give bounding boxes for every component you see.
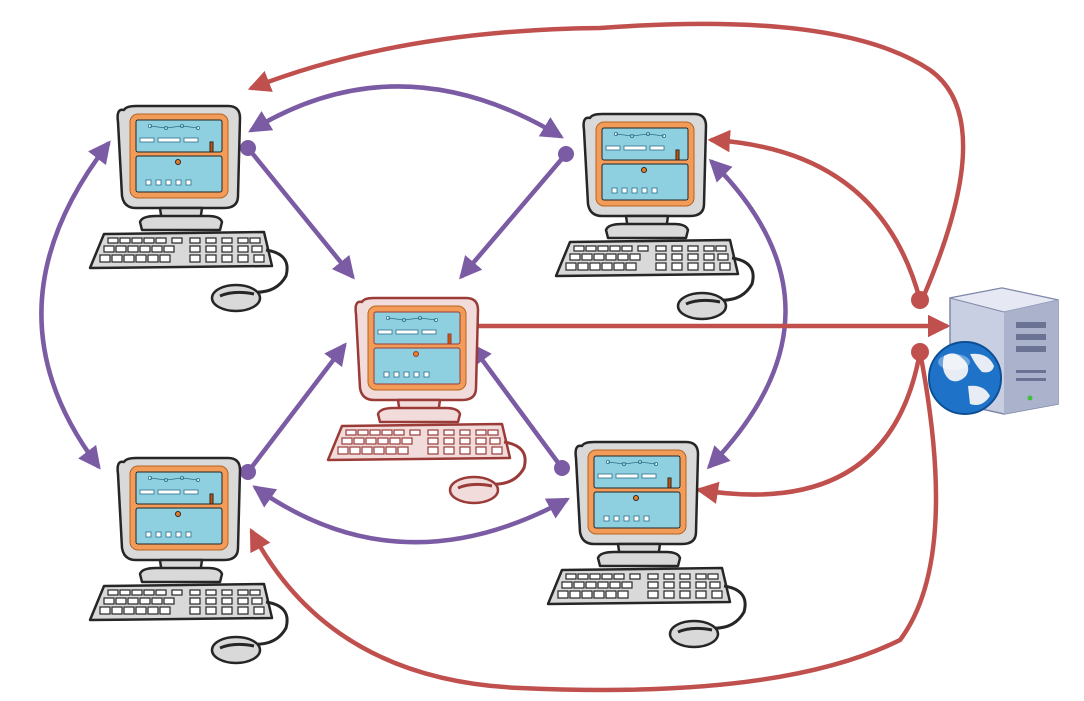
link-bottomright-center <box>469 342 565 471</box>
link-dot <box>558 146 574 162</box>
computer-top-right <box>554 112 755 321</box>
link-topright-center <box>459 151 569 280</box>
link-dot <box>240 464 256 480</box>
computer-center <box>326 296 527 505</box>
link-bottomleft-bottomright <box>252 485 570 545</box>
link-server-topright <box>707 129 923 303</box>
link-server-topleft <box>247 21 966 303</box>
link-dot <box>911 291 929 309</box>
link-topleft-center <box>245 145 355 280</box>
link-server-bottomright <box>695 349 923 504</box>
link-server-bottomleft <box>249 349 939 693</box>
computer-top-left <box>88 104 289 313</box>
link-bottomleft-center <box>245 342 347 475</box>
link-dot <box>911 343 929 361</box>
link-topright-bottomright <box>706 158 788 470</box>
link-topleft-topright <box>248 84 564 139</box>
link-dot <box>554 460 570 476</box>
computer-bottom-right <box>546 440 747 649</box>
link-topleft-bottomleft <box>39 140 111 470</box>
link-dot <box>240 140 256 156</box>
web-server-globe-icon <box>928 287 1059 415</box>
